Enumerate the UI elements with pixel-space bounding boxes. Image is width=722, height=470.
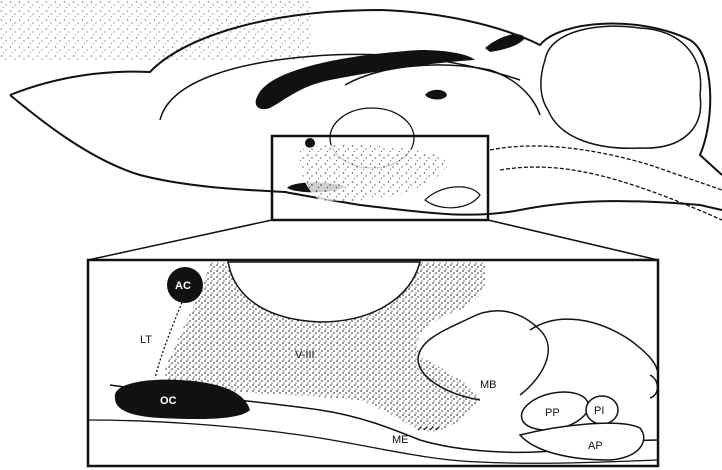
cerebellum (541, 26, 701, 148)
label-ac: AC (175, 280, 191, 292)
ac-small-upper (305, 138, 315, 148)
projection-line-left (88, 220, 272, 260)
label-mb: MB (480, 379, 497, 391)
hypothalamus-upper-stipple (300, 145, 450, 201)
label-ap: AP (588, 440, 603, 452)
label-v3: V-III (295, 349, 315, 361)
commissure-small (425, 90, 447, 100)
label-pp: PP (545, 407, 560, 419)
magnified-inset: AC LT V-III OC MB PP PI ME AP (88, 260, 658, 466)
label-pi: PI (594, 405, 604, 417)
projection-line-right (488, 220, 658, 260)
fornix-black (485, 34, 525, 52)
pituitary-upper (425, 187, 480, 208)
whole-brain-section (0, 0, 722, 220)
corner-stipple (0, 0, 310, 60)
label-lt: LT (140, 334, 152, 346)
label-me: ME (392, 434, 409, 446)
label-oc: OC (160, 395, 177, 407)
